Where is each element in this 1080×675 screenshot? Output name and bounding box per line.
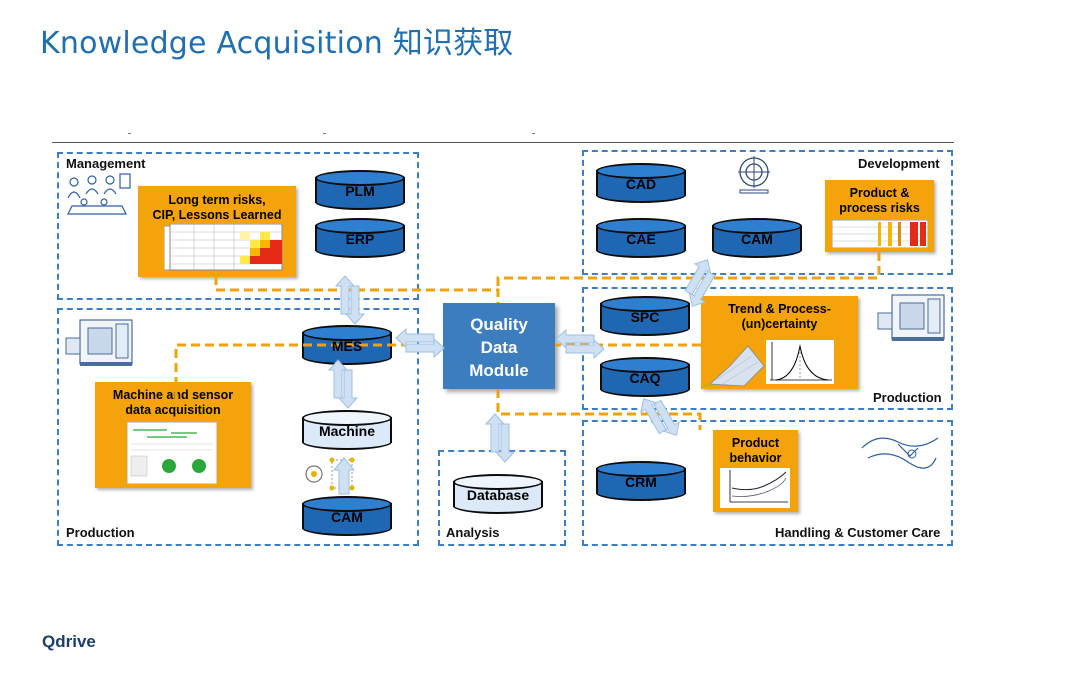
region-development [582,150,953,275]
qdm-line-2: Data [480,338,518,357]
box-machine-sensor[interactable]: Machine and sensor data acquisition [95,382,251,488]
region-label-development: Development [858,156,940,171]
system-mes[interactable]: MES [302,325,392,365]
system-caq-label: CAQ [629,370,661,386]
quality-data-module[interactable]: Quality Data Module [443,303,555,389]
box-trend-line-1: Trend & Process- [728,302,831,316]
box-machine-line-2: data acquisition [125,403,221,417]
arrow-qdm-spc [555,329,605,359]
page-title: Knowledge Acquisition 知识获取 [40,26,514,61]
machine-tool-icon-left [65,319,133,366]
system-cam-left-label: CAM [331,509,363,525]
arrow-mes-qdm [395,328,445,358]
box-product-process-risks[interactable]: Product & process risks [825,180,934,252]
system-cam-left[interactable]: CAM [302,496,392,536]
system-crm[interactable]: CRM [596,461,686,501]
divider-tick [323,133,326,134]
divider-tick [532,133,535,134]
region-label-management: Management [66,156,146,171]
system-mes-label: MES [331,338,363,354]
system-erp-label: ERP [345,231,375,247]
system-database[interactable]: Database [453,474,543,514]
region-management [57,152,419,300]
arrow-database-qdm [485,413,515,463]
sensor-dashboard-icon [127,422,217,484]
system-spc[interactable]: SPC [600,296,690,336]
arrow-development-qdm [675,254,725,312]
qdm-line-3: Module [469,361,529,380]
machine-tool-icon-right [877,294,945,341]
behavior-chart-icon [720,468,790,508]
link-product-behavior [496,389,702,430]
box-risks-line-1: Long term risks, [168,193,266,207]
cam-tool-icon [738,156,770,194]
system-caq[interactable]: CAQ [600,357,690,397]
box-behavior-line-2: behavior [729,451,782,465]
meeting-people-icon [67,173,131,215]
system-spc-label: SPC [630,309,660,325]
system-cad-label: CAD [625,176,657,192]
system-cad[interactable]: CAD [596,163,686,203]
region-label-production-left: Production [66,525,135,540]
box-product-risks-line-2: process risks [839,201,920,215]
system-cae[interactable]: CAE [596,218,686,258]
box-behavior-line-1: Product [731,436,780,450]
region-production-left [57,308,419,546]
box-machine-line-1: Machine and sensor [112,388,234,402]
qdm-line-1: Quality [470,315,528,334]
risk-matrix-icon [164,224,283,271]
arrow-caq-customer [635,388,685,446]
header-divider [52,142,954,143]
region-label-production-right: Production [873,390,942,405]
arrow-mes-machine [328,359,358,409]
box-product-behavior[interactable]: Product behavior [713,430,798,512]
link-mes [174,343,443,400]
arrow-cam-machine [332,457,356,495]
system-machine[interactable]: Machine [302,410,392,450]
system-cam-right-label: CAM [741,231,773,247]
system-cam-right[interactable]: CAM [712,218,802,258]
system-cae-label: CAE [626,231,656,247]
system-machine-label: Machine [318,423,375,439]
box-long-term-risks[interactable]: Long term risks, CIP, Lessons Learned [138,186,296,277]
system-database-label: Database [466,487,530,503]
system-crm-label: CRM [625,474,657,490]
handling-sketch-icon [861,437,939,469]
box-trend-uncertainty[interactable]: Trend & Process- (un)certainty [701,296,858,389]
company-logo: Qdrive [42,632,96,651]
system-plm-label: PLM [345,183,375,199]
box-risks-line-2: CIP, Lessons Learned [152,208,282,222]
risk-table-icon [832,220,928,248]
region-label-customer: Handling & Customer Care [775,525,941,540]
region-label-analysis: Analysis [446,525,500,540]
box-product-risks-line-1: Product & [849,186,910,200]
distribution-curve-icon [709,340,834,387]
link-development [496,252,881,290]
system-plm[interactable]: PLM [315,170,405,210]
arrow-management-mes [335,275,365,325]
region-customer [582,420,953,546]
divider-tick [128,133,131,134]
system-erp[interactable]: ERP [315,218,405,258]
box-trend-line-2: (un)certainty [741,317,818,331]
